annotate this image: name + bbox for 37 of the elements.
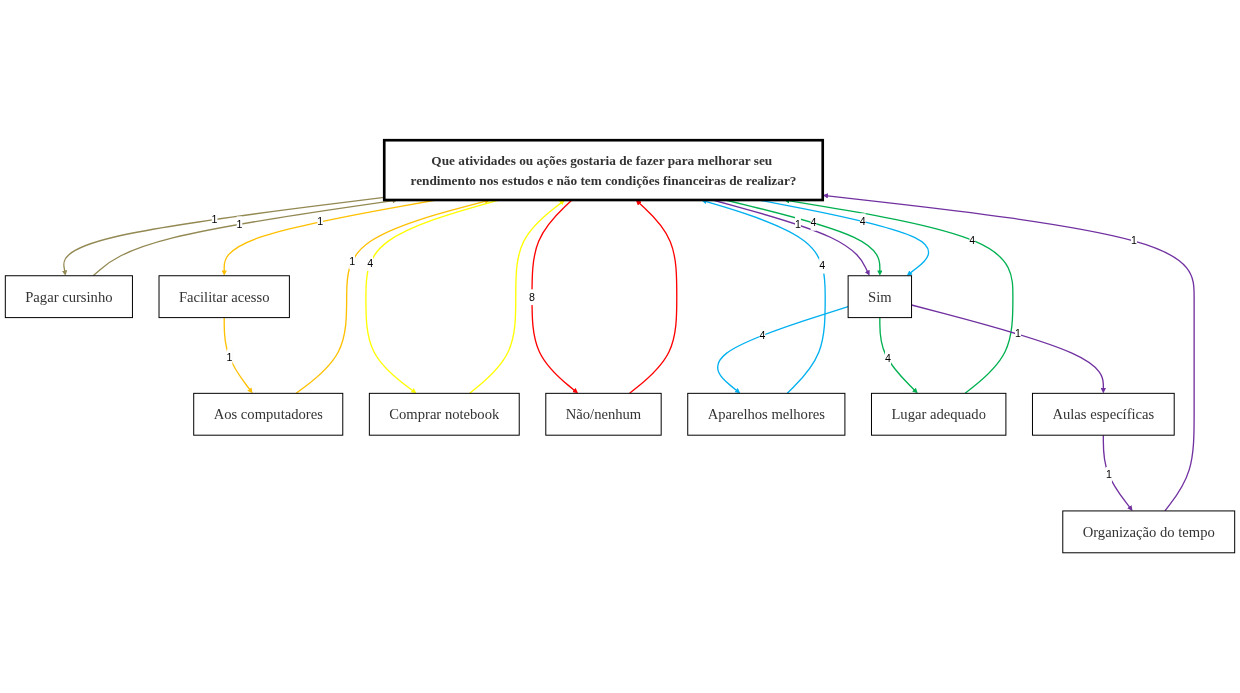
- edge-label: 1: [211, 213, 218, 225]
- arrow: [717, 306, 849, 394]
- node-box: Comprar notebook: [368, 392, 520, 436]
- edge-label: 1: [1105, 469, 1112, 481]
- edge-label: 1: [1015, 328, 1021, 340]
- edge-label: 1: [226, 351, 233, 363]
- node-box: Organização do tempo: [1062, 510, 1236, 554]
- node-box: Lugar adequado: [871, 392, 1007, 436]
- node-box: Aos computadores: [193, 392, 344, 436]
- edge-label: 1: [317, 215, 324, 228]
- edge-label: 4: [819, 259, 826, 272]
- arrow: [628, 200, 678, 394]
- edge-label: 1: [236, 218, 243, 230]
- edge-label: 8: [529, 291, 535, 303]
- edge-label: 1: [794, 218, 801, 231]
- arrow: [223, 316, 253, 394]
- node-box: Aparelhos melhores: [687, 392, 846, 436]
- edge-label: 4: [884, 353, 891, 365]
- arrow: [62, 196, 385, 276]
- arrow: [879, 316, 918, 394]
- node-box: Que atividades ou ações gostaria de fazer para melhorar seu rendimento nos estudos e não tem condições financeiras de realizar?: [382, 138, 825, 202]
- arrow: [469, 200, 565, 394]
- edge-label: 4: [810, 216, 817, 229]
- edge-label: 1: [349, 255, 356, 267]
- node-box: Pagar cursinho: [4, 275, 133, 319]
- node-box: Aulas específicas: [1031, 392, 1175, 436]
- edge-label: 4: [367, 257, 374, 269]
- arrow: [1102, 434, 1133, 511]
- arrow: [910, 304, 1106, 394]
- node-box: Sim: [847, 275, 913, 319]
- node-box: Facilitar acesso: [158, 275, 290, 319]
- node-box: Não/nenhum: [545, 392, 662, 436]
- edge-label: 4: [969, 234, 976, 246]
- edge-label: 4: [859, 215, 866, 227]
- edge-label: 4: [759, 329, 766, 341]
- arrow: [822, 193, 1195, 512]
- edge-label: 1: [1130, 234, 1137, 247]
